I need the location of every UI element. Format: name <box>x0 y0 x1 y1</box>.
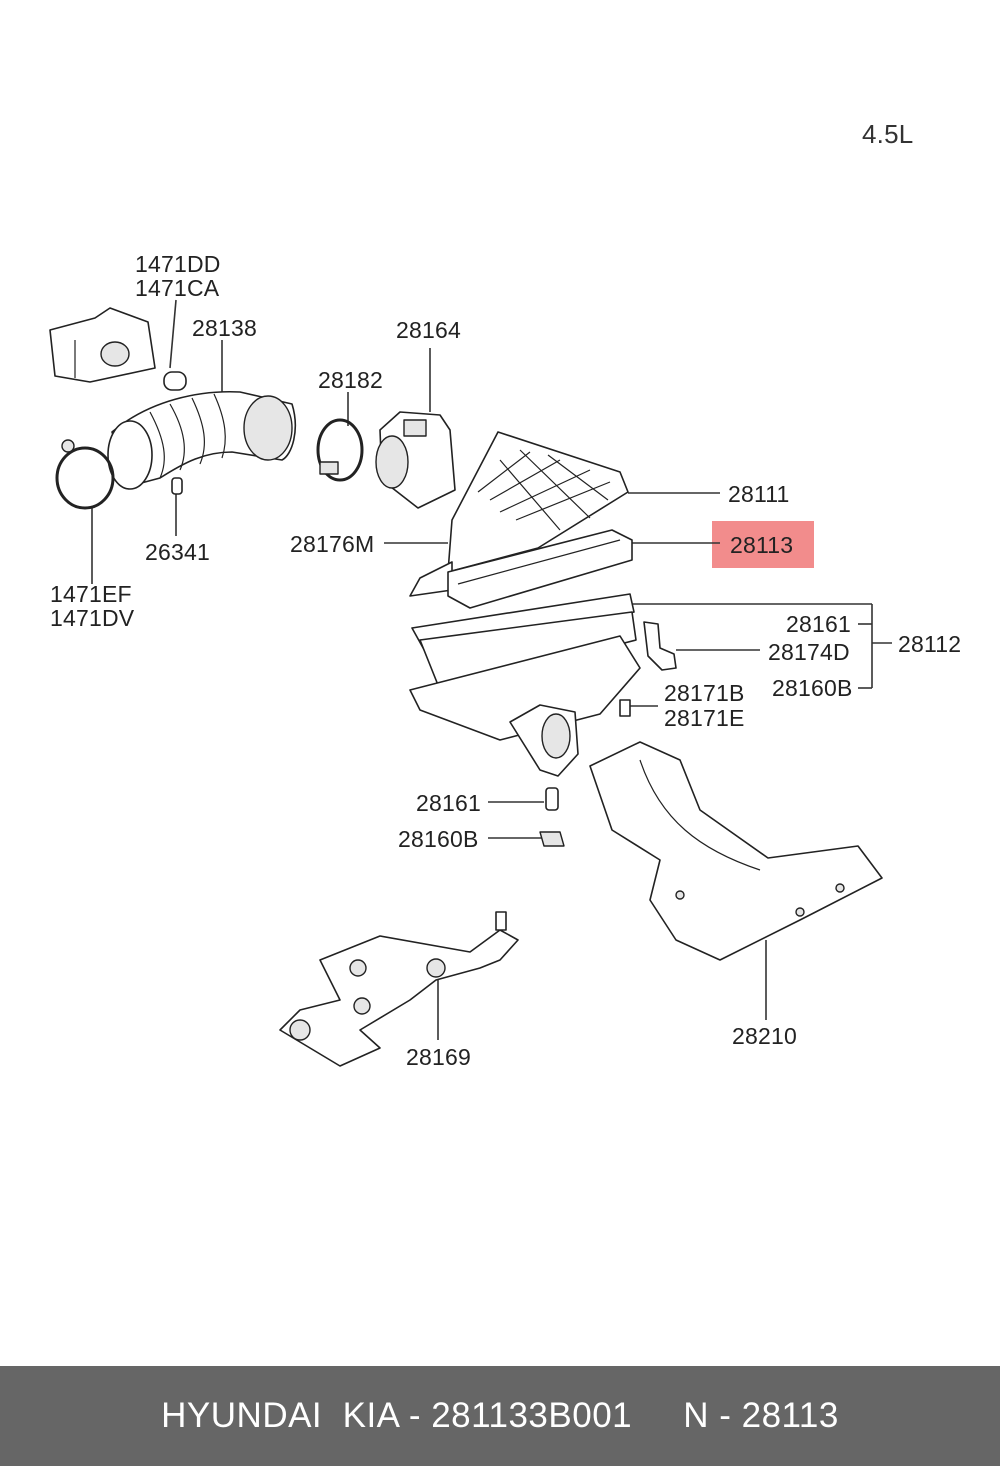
part-label-28210: 28210 <box>732 1023 797 1049</box>
part-label-28111: 28111 <box>728 481 790 507</box>
mounting-bracket <box>279 911 519 1067</box>
highlight-box <box>712 521 814 568</box>
footer-bar: HYUNDAI KIA - 281133B001 N - 28113 <box>0 1366 1000 1466</box>
part-label-1471dd: 1471DD <box>135 251 221 277</box>
clamp-left <box>55 439 183 510</box>
part-label-26341: 26341 <box>145 539 210 565</box>
part-label-28112: 28112 <box>898 631 962 657</box>
footer-part-number: HYUNDAI KIA - 281133B001 N - 28113 <box>161 1396 839 1435</box>
air-duct <box>589 741 883 961</box>
part-label-28174d: 28174D <box>768 639 850 665</box>
air-cleaner-housing <box>409 593 677 847</box>
part-label-28113: 28113 <box>730 532 794 558</box>
part-label-1471ca: 1471CA <box>135 275 220 301</box>
part-label-1471ef: 1471EF <box>50 581 132 607</box>
part-label-28169: 28169 <box>406 1044 471 1070</box>
part-label-28160b-top: 28160B <box>772 675 853 701</box>
engine-label: 4.5L <box>862 119 914 149</box>
part-label-28160b-bottom: 28160B <box>398 826 479 852</box>
parts-diagram: 4.5L 1471DD 1471CA 28138 28164 28182 281… <box>49 119 962 1070</box>
part-label-28176m: 28176M <box>290 531 375 557</box>
part-label-1471dv: 1471DV <box>50 605 135 631</box>
part-label-28161-bottom: 28161 <box>416 790 481 816</box>
part-label-28171b: 28171B <box>664 680 745 706</box>
leader-lines <box>91 299 892 1040</box>
filter-element <box>447 529 633 609</box>
diagram-drawing <box>49 299 892 1067</box>
bracket-plate <box>49 307 156 383</box>
sensor-assembly <box>316 411 456 509</box>
part-label-28182: 28182 <box>318 367 383 393</box>
part-label-28171e: 28171E <box>664 705 745 731</box>
part-label-28138: 28138 <box>192 315 257 341</box>
part-label-28164: 28164 <box>396 317 461 343</box>
intake-hose <box>107 371 296 490</box>
air-cleaner-cover <box>409 431 629 597</box>
part-label-28161-top: 28161 <box>786 611 851 637</box>
